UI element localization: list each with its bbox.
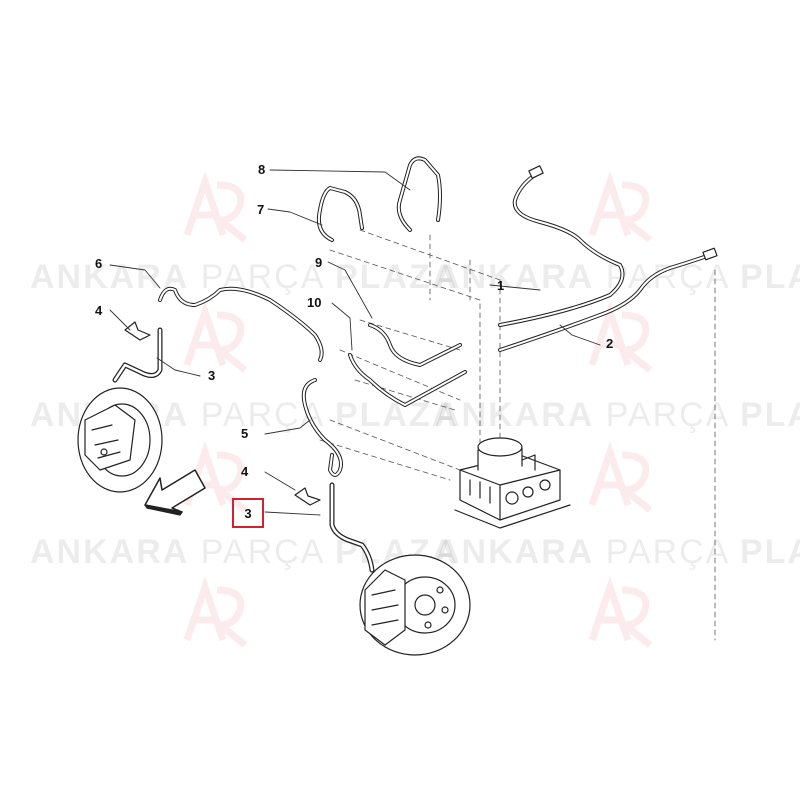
watermark-text: ANKARA PARÇA PLAZA (30, 533, 459, 571)
callout-8: 8 (258, 162, 266, 177)
brake-pipe-5 (301, 378, 343, 477)
callout-10: 10 (307, 295, 322, 310)
watermark-logo-icon (588, 576, 653, 648)
callout-3-right-label: 3 (244, 505, 252, 521)
watermark-text: ANKARA PARÇA PLAZA (435, 533, 800, 571)
callout-2: 2 (606, 336, 614, 351)
brake-disc-left (77, 387, 163, 493)
callout-3-highlighted: 3 (232, 498, 264, 528)
watermark-logo-icon (588, 441, 653, 513)
watermark-text: ANKARA PARÇA PLAZA (435, 258, 800, 296)
brake-pipe-7 (316, 186, 364, 242)
callout-9: 9 (315, 255, 323, 270)
clip-4-right (294, 487, 321, 506)
watermark-logo-icon (183, 576, 248, 648)
leader-lines (109, 169, 601, 516)
watermark-text: ANKARA PARÇA PLAZA (30, 258, 459, 296)
watermark-logo-icon (588, 171, 653, 243)
callout-3-left: 3 (208, 368, 216, 383)
watermark-logo-icon (183, 171, 248, 243)
brake-pipe-1 (498, 173, 625, 327)
assembly-guide-lines (319, 229, 716, 641)
clip-4-left (124, 321, 151, 341)
watermark-text: ANKARA PARÇA PLAZA (435, 396, 800, 434)
callout-7: 7 (257, 202, 265, 217)
watermark-logo-icon (183, 301, 248, 373)
brake-pipe-6 (158, 286, 324, 362)
callout-1: 1 (497, 278, 505, 293)
brake-pipe-2 (498, 253, 712, 352)
callout-4-right: 4 (241, 464, 249, 479)
brake-hose-3-right (329, 482, 375, 573)
callout-4-left: 4 (95, 303, 103, 318)
brake-pipe-9 (368, 323, 462, 367)
brake-disc-right (359, 554, 471, 656)
abs-modulator-unit (454, 437, 571, 529)
direction-arrow-icon (144, 469, 206, 513)
callout-6: 6 (95, 256, 103, 271)
callout-5: 5 (241, 426, 249, 441)
